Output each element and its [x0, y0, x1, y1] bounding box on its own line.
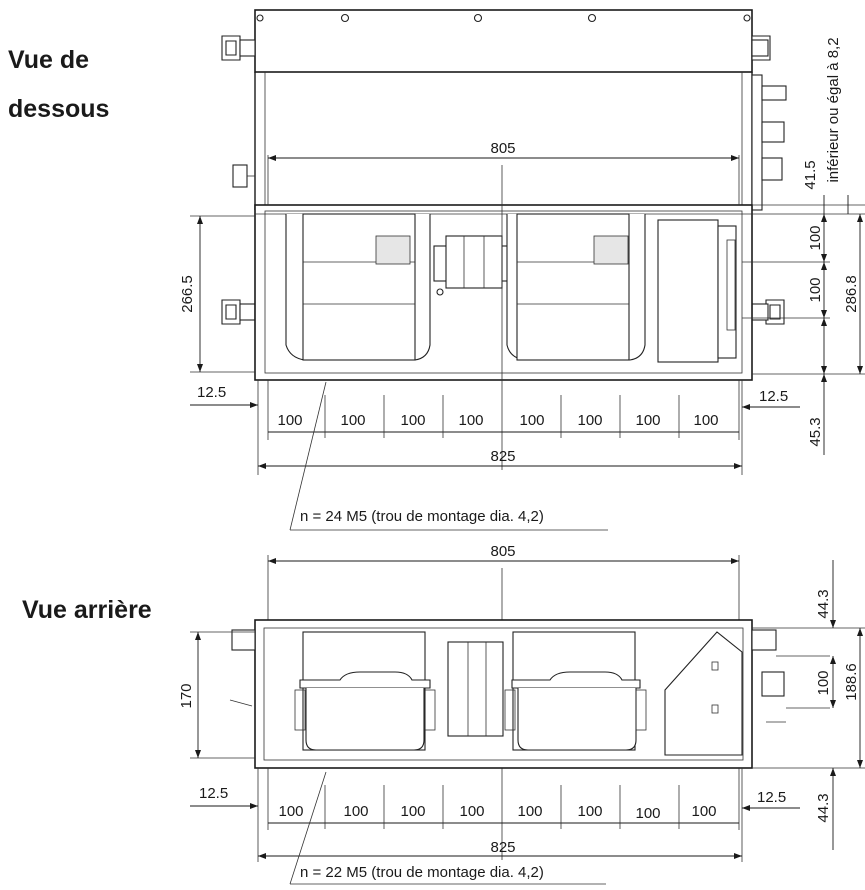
title-bottom-view-line2: dessous — [8, 95, 109, 123]
cable-gland-2 — [761, 121, 785, 143]
pitch-label: 100 — [400, 803, 425, 820]
pitch-label: 100 — [278, 803, 303, 820]
pitch-label: 100 — [340, 412, 365, 429]
dim-266-5-label: 266.5 — [179, 275, 196, 313]
dim-170-label: 170 — [178, 683, 195, 708]
dim-12-5-right-rear-label: 12.5 — [757, 789, 786, 806]
dim-286-8-label: 286.8 — [843, 275, 860, 313]
right-dims-bottom: 41.5 inférieur ou égal à 8,2 100 100 286… — [742, 37, 865, 455]
dim-100-rear-label: 100 — [815, 670, 832, 695]
control-box-side — [751, 74, 763, 211]
mounting-hole-note-bottom: n = 24 M5 (trou de montage dia. 4,2) — [300, 508, 544, 525]
pitch-label: 100 — [517, 803, 542, 820]
pitch-label: 100 — [577, 412, 602, 429]
fan-housing-left — [285, 213, 431, 361]
dim-188-6-label: 188.6 — [843, 663, 860, 701]
pitch-label: 100 — [635, 412, 660, 429]
bottom-view: 805 266.5 12.5 12.5 100 — [179, 9, 865, 531]
dim-825-rear-label: 825 — [490, 839, 515, 856]
dim-44-3-top-label: 44.3 — [815, 589, 832, 618]
pitch-label: 100 — [277, 412, 302, 429]
dim-825-rear: 825 — [258, 839, 742, 859]
pitch-row-rear: 100 100 100 100 100 100 100 100 — [268, 785, 739, 829]
hanger-bracket-top-left — [221, 35, 256, 61]
cable-gland-1 — [761, 85, 787, 101]
dim-100-a-label: 100 — [807, 225, 824, 250]
dim-12-5-left-label: 12.5 — [197, 384, 226, 401]
pitch-label: 100 — [343, 803, 368, 820]
dim-41-5-label: 41.5 — [802, 160, 819, 189]
side-fitting-left — [232, 164, 248, 188]
right-dims-rear: 44.3 100 188.6 44.3 — [752, 560, 865, 850]
fan-motor-rear — [447, 641, 504, 737]
pitch-label: 100 — [458, 412, 483, 429]
pitch-label: 100 — [400, 412, 425, 429]
dim-max-8-2-label: inférieur ou égal à 8,2 — [825, 37, 842, 182]
dim-12-5-right-label: 12.5 — [759, 388, 788, 405]
dim-805-bottom: 805 — [267, 140, 740, 470]
pitch-label: 100 — [635, 805, 660, 822]
mounting-hole-note-rear: n = 22 M5 (trou de montage dia. 4,2) — [300, 864, 544, 881]
dim-805-label: 805 — [490, 140, 515, 157]
dim-170: 170 — [178, 631, 255, 759]
hanger-bracket-bottom-left — [221, 299, 256, 325]
fan-outlet-right — [504, 631, 647, 751]
rear-view: 805 — [178, 543, 865, 885]
dim-805-rear-label: 805 — [490, 543, 515, 560]
fan-housing-right — [506, 213, 646, 361]
control-box-rear — [664, 631, 743, 756]
dim-12-5-left-rear-label: 12.5 — [199, 785, 228, 802]
dim-825-bottom: 825 — [258, 448, 742, 469]
dim-45-3-label: 45.3 — [807, 417, 824, 446]
hanger-bracket-top-right — [751, 35, 771, 61]
pitch-label: 100 — [459, 803, 484, 820]
hanger-bracket-bottom-right — [751, 299, 785, 325]
control-box-bottom — [657, 219, 737, 363]
fan-outlet-left — [294, 631, 436, 751]
dim-44-3-bottom-label: 44.3 — [815, 793, 832, 822]
pitch-label: 100 — [577, 803, 602, 820]
pitch-row-bottom: 100 100 100 100 100 100 100 100 — [268, 395, 739, 438]
dim-825-label: 825 — [490, 448, 515, 465]
rear-gland-right — [761, 671, 785, 697]
pitch-label: 100 — [693, 412, 718, 429]
top-cover — [254, 9, 753, 73]
pitch-label: 100 — [519, 412, 544, 429]
pitch-label: 100 — [691, 803, 716, 820]
rear-fitting-right — [751, 629, 777, 651]
title-rear-view: Vue arrière — [22, 596, 152, 624]
dim-266-5: 266.5 — [179, 215, 255, 373]
rear-fitting-left — [231, 629, 256, 651]
dim-100-b-label: 100 — [807, 277, 824, 302]
cable-gland-3 — [761, 157, 783, 181]
title-bottom-view-line1: Vue de — [8, 46, 89, 74]
